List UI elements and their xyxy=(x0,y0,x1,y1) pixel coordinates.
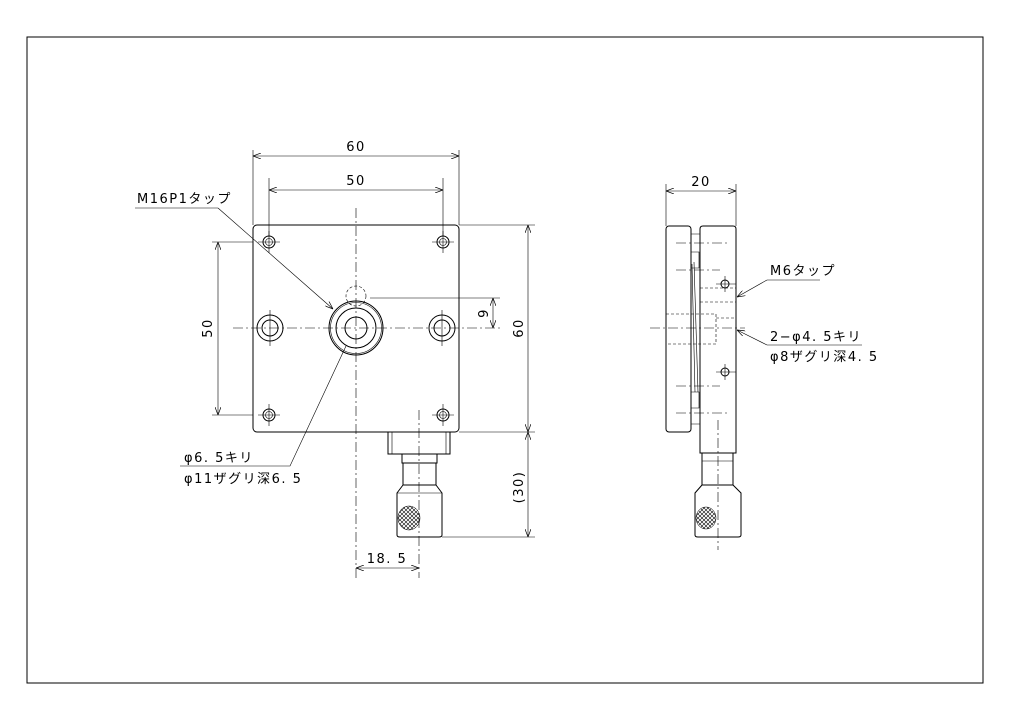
callout-center-tap: M16P1タップ xyxy=(137,192,232,207)
center-counterbore xyxy=(328,285,384,356)
front-view: 60 50 50 60 (30) 9 18. 5 M16P1タップ φ6. 5キ… xyxy=(135,140,535,578)
callout-side-hole-line1: 2−φ4. 5キリ xyxy=(770,330,862,345)
side-top-plate xyxy=(665,225,692,433)
dim-width-outer: 60 xyxy=(346,140,366,155)
dim-knob-offset: 18. 5 xyxy=(367,552,408,567)
side-hole xyxy=(256,310,456,346)
micrometer-knob xyxy=(387,410,451,578)
dim-width-holes: 50 xyxy=(346,174,366,189)
corner-hole xyxy=(258,231,454,426)
dim-height-outer: 60 xyxy=(512,318,527,338)
callout-side-hole-line2: φ8ザグリ深4. 5 xyxy=(770,350,879,365)
knurl-pattern xyxy=(397,505,421,531)
dim-knob-length: (30) xyxy=(512,471,527,504)
dim-thickness: 20 xyxy=(691,175,711,190)
callout-hole-line1: φ6. 5キリ xyxy=(184,451,254,466)
dim-offset: 9 xyxy=(477,308,492,318)
side-view: 20 M6タップ 2−φ4. 5キリ φ8ザグリ深4. 5 xyxy=(650,175,879,550)
side-body xyxy=(699,225,737,454)
drawing-border xyxy=(26,36,984,684)
dim-height-holes: 50 xyxy=(201,318,216,338)
callout-hole-line2: φ11ザグリ深6. 5 xyxy=(184,472,302,487)
callout-m6-tap: M6タップ xyxy=(770,264,836,279)
front-plate xyxy=(252,224,460,433)
